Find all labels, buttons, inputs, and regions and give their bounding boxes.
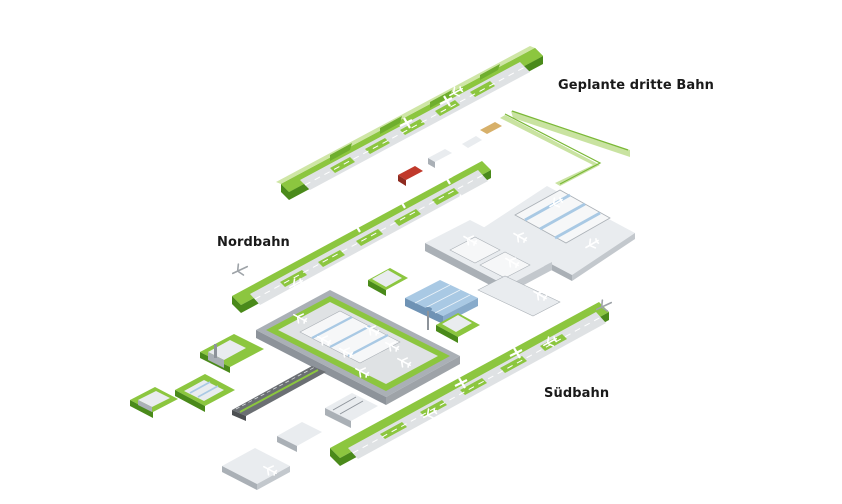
green-blocks	[368, 268, 480, 343]
third-runway-platform	[276, 46, 543, 200]
third-runway-buildings	[398, 122, 502, 186]
label-north-runway: Nordbahn	[217, 235, 290, 250]
label-third-runway: Geplante dritte Bahn	[558, 78, 714, 93]
airplane-icon	[595, 299, 613, 312]
south-runway-platform	[330, 302, 609, 466]
airplane-icon	[231, 263, 249, 276]
terminal-1-complex	[405, 220, 561, 330]
west-buildings	[130, 334, 264, 418]
south-buildings	[222, 393, 378, 490]
label-south-runway: Südbahn	[544, 386, 610, 401]
third-runway-taxiway	[500, 110, 630, 186]
central-apron	[256, 290, 460, 405]
north-runway-platform	[232, 161, 491, 313]
airplane-icon	[356, 173, 376, 191]
highway	[232, 366, 326, 421]
